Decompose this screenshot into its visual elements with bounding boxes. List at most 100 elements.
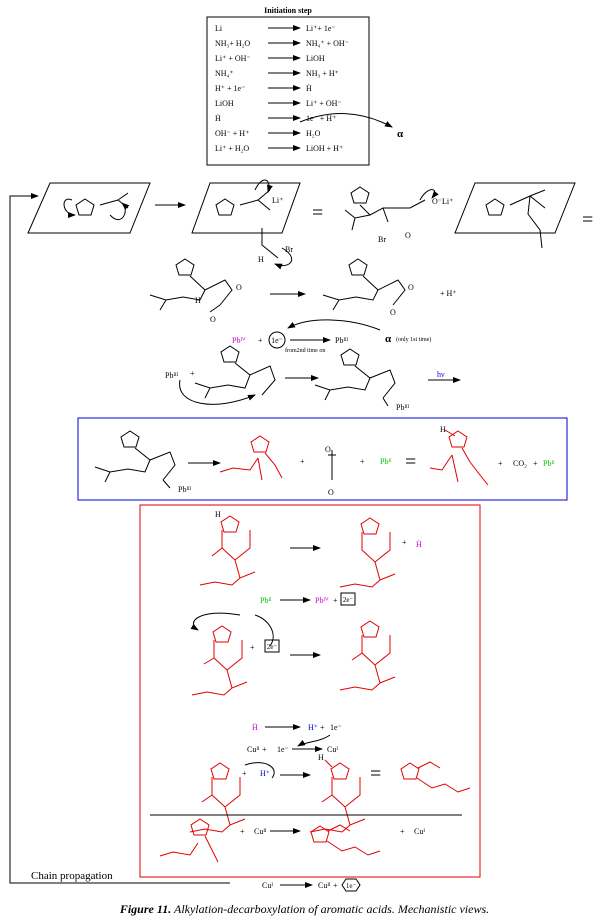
svg-text:Cuᴵ: Cuᴵ (327, 745, 338, 754)
initiation-row-0-left: Li (215, 24, 223, 33)
blue-box: Pbᴵᴵᴵ + O O + Pbᴵᴵ = H + CO₂ + Pbᴵᴵ (77, 417, 568, 501)
initiation-row-4-left: H⁺ + 1e⁻ (215, 84, 245, 93)
ho-label: H (258, 255, 264, 264)
svg-text:O: O (328, 488, 334, 497)
svg-text:=: = (405, 451, 416, 473)
electron-circle (268, 331, 286, 349)
initiation-row-6-left: Ḣ (215, 114, 221, 123)
svg-text:H: H (215, 510, 221, 519)
svg-text:+: + (320, 723, 325, 732)
from-note: from2nd time on (285, 347, 325, 354)
svg-text:O: O (325, 445, 331, 454)
row1-structures: Li⁺ Br H = O⁻Li⁺ Br O = (27, 179, 593, 270)
caption-text: Alkylation-decarboxylation of aromatic a… (171, 902, 490, 916)
initiation-row-4-right: Ḣ (306, 84, 312, 93)
svg-text:Pbᴵⱽ: Pbᴵⱽ (315, 596, 329, 605)
hplus-row2: + H⁺ (440, 289, 457, 298)
svg-text:Pbᴵᴵᴵ: Pbᴵᴵᴵ (165, 371, 179, 380)
svg-text:+: + (242, 769, 247, 778)
caption-label: Figure 11. (119, 902, 172, 916)
svg-text:+: + (240, 827, 245, 836)
svg-text:Ḣ: Ḣ (416, 540, 422, 549)
lead-cycle: Pbᴵⱽ + 1e⁻ Pbᴵᴵᴵ from2nd time on α (only… (165, 319, 461, 412)
svg-text:+: + (360, 457, 365, 466)
svg-text:1e⁻: 1e⁻ (277, 745, 289, 754)
svg-text:Cuᴵ: Cuᴵ (414, 827, 425, 836)
e1-label: 1e⁻ (271, 336, 283, 345)
initiation-row-3-left: NH₄⁺ (215, 69, 234, 78)
svg-text:+: + (498, 459, 503, 468)
only-first-note: (only 1st time) (396, 336, 431, 343)
svg-text:O: O (408, 283, 414, 292)
initiation-box: Initiation step Li Li⁺+ 1e⁻ NH₃+ H₂O NH₄⁺ +… (206, 6, 404, 166)
svg-text:+: + (190, 369, 195, 378)
initiation-row-1-right: NH₄⁺ + OH⁻ (306, 39, 349, 48)
initiation-row-6-right: 1e⁻ + H⁺ (306, 114, 336, 123)
initiation-row-2-left: Li⁺ + OH⁻ (215, 54, 251, 63)
initiation-row-5-left: LiOH (215, 99, 234, 108)
svg-text:Cuᴵ: Cuᴵ (262, 881, 273, 890)
svg-text:+: + (258, 336, 263, 345)
svg-text:+: + (262, 745, 267, 754)
svg-text:Ḣ: Ḣ (252, 723, 258, 732)
svg-text:H: H (318, 753, 324, 762)
svg-text:Pbᴵᴵ: Pbᴵᴵ (380, 457, 392, 466)
svg-text:Cuᴵᴵ: Cuᴵᴵ (254, 827, 267, 836)
svg-text:Cuᴵᴵ: Cuᴵᴵ (318, 881, 331, 890)
svg-text:+: + (533, 459, 538, 468)
svg-text:H⁺: H⁺ (260, 769, 270, 778)
pb3-label: Pbᴵᴵᴵ (335, 336, 349, 345)
svg-text:+: + (250, 643, 255, 652)
svg-text:+: + (333, 881, 338, 890)
svg-text:1e⁻: 1e⁻ (346, 882, 357, 890)
svg-text:H: H (195, 296, 201, 305)
li-label: Li⁺ (272, 196, 283, 205)
svg-text:2e⁻: 2e⁻ (267, 643, 278, 651)
bottom-equation: Cuᴵ Cuᴵᴵ + 1e⁻ (262, 878, 361, 892)
equals-1: = (312, 202, 323, 224)
svg-text:+: + (333, 596, 338, 605)
oli-label: O⁻Li⁺ (432, 197, 453, 206)
svg-text:=: = (582, 209, 593, 231)
svg-text:O: O (210, 315, 216, 324)
initiation-row-2-right: LiOH (306, 54, 325, 63)
initiation-row-8-left: Li⁺ + H₂O (215, 144, 249, 153)
pb4-label: Pbᴵⱽ (232, 336, 246, 345)
initiation-row-1-left: NH₃+ H₂O (215, 39, 250, 48)
initiation-title: Initiation step (264, 6, 312, 15)
svg-text:O: O (405, 231, 411, 240)
svg-text:Pbᴵᴵ: Pbᴵᴵ (543, 459, 555, 468)
initiation-row-8-right: LiOH + H⁺ (306, 144, 343, 153)
initiation-row-7-left: OH⁻ + H⁺ (215, 129, 249, 138)
row2-structures: O H O O O + H⁺ (149, 258, 457, 324)
svg-text:H: H (440, 425, 446, 434)
alpha-label: α (397, 128, 404, 140)
figure-caption: Figure 11. Alkylation-decarboxylation of… (0, 902, 609, 917)
hv-label: hν (437, 370, 445, 379)
svg-text:O: O (390, 308, 396, 317)
svg-text:=: = (370, 763, 381, 785)
br-label: Br (285, 245, 293, 254)
svg-text:+: + (300, 457, 305, 466)
svg-text:2e⁻: 2e⁻ (343, 596, 354, 604)
co2-label: CO₂ (513, 459, 527, 468)
initiation-row-5-right: Li⁺ + OH⁻ (306, 99, 342, 108)
svg-text:Cuᴵᴵ: Cuᴵᴵ (247, 745, 260, 754)
chain-loop: Chain propagation (9, 193, 230, 884)
initiation-row-7-right: H₂O (306, 129, 321, 138)
initiation-row-0-right: Li⁺+ 1e⁻ (306, 24, 336, 33)
svg-text:Pbᴵᴵ: Pbᴵᴵ (260, 596, 272, 605)
svg-text:O: O (236, 283, 242, 292)
svg-text:α: α (385, 333, 392, 345)
svg-text:+: + (400, 827, 405, 836)
svg-text:1e⁻: 1e⁻ (330, 723, 342, 732)
red-box: H + Ḣ Pbᴵᴵ Pbᴵⱽ + 2e⁻ + 2e⁻ Ḣ H⁺ + 1e⁻ C… (139, 504, 481, 878)
svg-text:H⁺: H⁺ (308, 723, 318, 732)
chain-propagation-label: Chain propagation (31, 870, 113, 882)
svg-text:Pbᴵᴵᴵ: Pbᴵᴵᴵ (178, 485, 192, 494)
svg-text:Pbᴵᴵᴵ: Pbᴵᴵᴵ (396, 403, 410, 412)
svg-text:+: + (402, 538, 407, 547)
initiation-row-3-right: NH₃ + H⁺ (306, 69, 339, 78)
svg-text:Br: Br (378, 235, 386, 244)
